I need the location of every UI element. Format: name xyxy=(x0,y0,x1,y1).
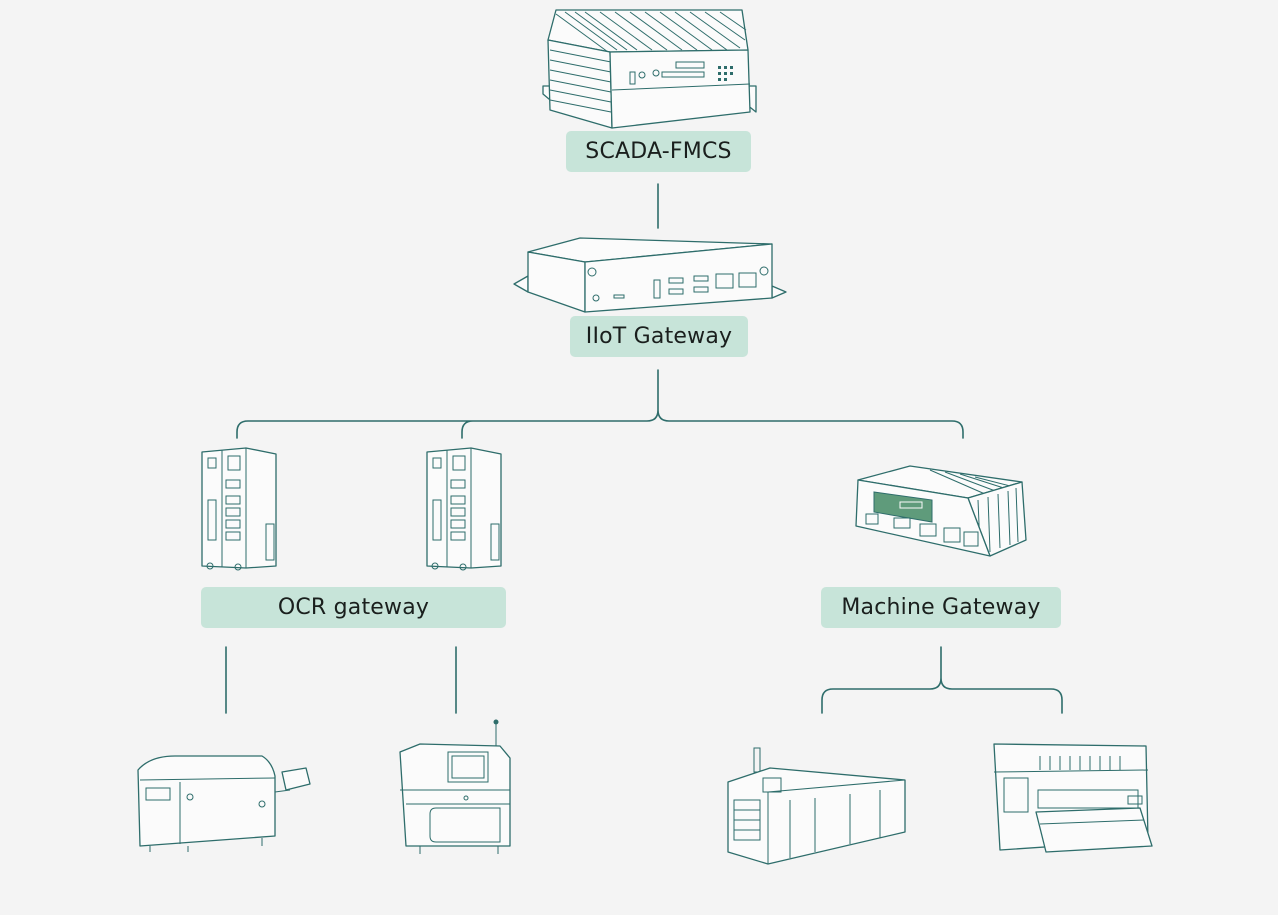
connector-machine-bracket xyxy=(821,646,1063,714)
ocr-gateway-unit-icon xyxy=(201,447,502,571)
placement-machine-icon xyxy=(993,743,1153,853)
machine-gateway-label: Machine Gateway xyxy=(821,587,1061,628)
ocr-gateway-label: OCR gateway xyxy=(201,587,506,628)
connector-iiot-bracket xyxy=(236,369,964,439)
iiot-gateway-label: IIoT Gateway xyxy=(570,316,748,357)
scada-fmcs-label: SCADA-FMCS xyxy=(566,131,751,172)
machine-gateway-box-icon xyxy=(855,465,1027,557)
reflow-oven-icon xyxy=(727,747,906,865)
scada-server-icon xyxy=(542,9,757,129)
inspection-machine-icon xyxy=(399,719,511,854)
connectors xyxy=(225,183,1063,714)
printer-machine-icon xyxy=(137,755,311,852)
iiot-gateway-box-icon xyxy=(513,237,787,313)
